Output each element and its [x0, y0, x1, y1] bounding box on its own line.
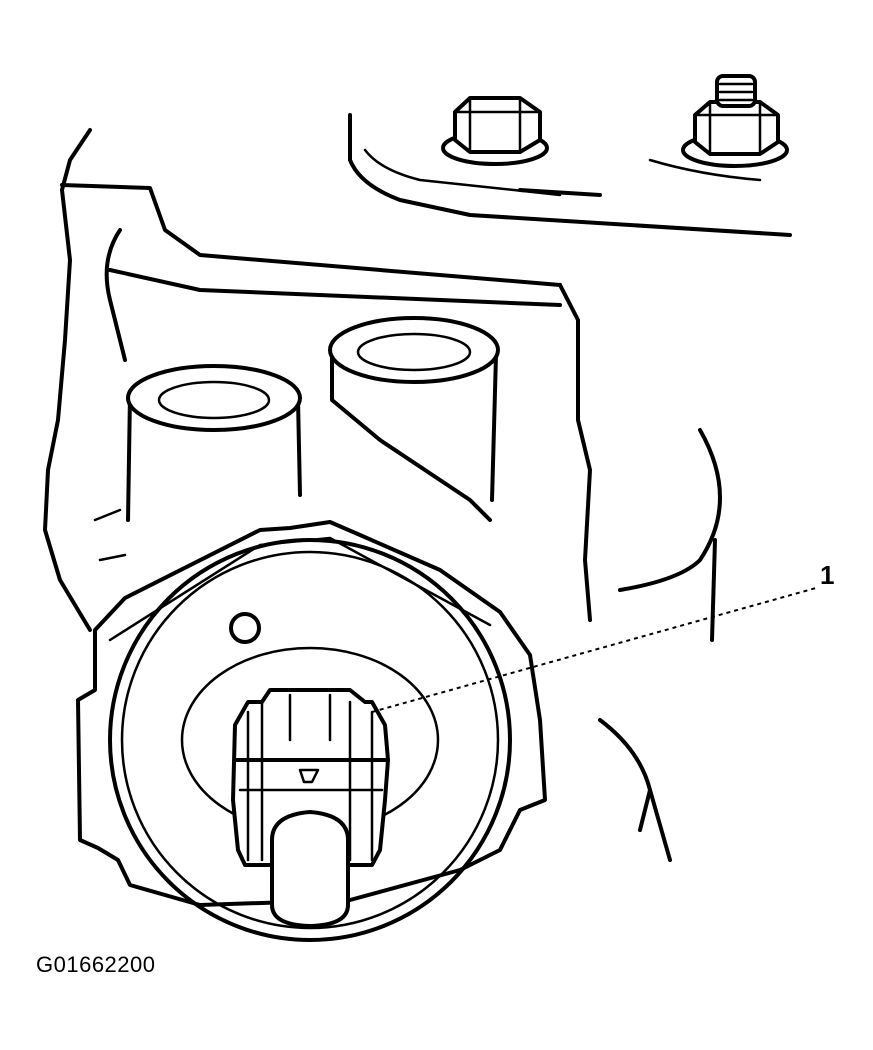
upper-mounting-flange: [348, 113, 792, 237]
hydraulic-port-right: [328, 316, 500, 522]
callout-leader-line: [371, 587, 817, 713]
splined-input-shaft: [231, 688, 390, 928]
figure-id: G01662200: [36, 952, 156, 977]
callout-1: 1: [371, 560, 834, 713]
hydraulic-port-left: [126, 364, 302, 522]
hex-bolt-left: [441, 96, 549, 166]
callout-label: 1: [820, 560, 834, 590]
hex-nut-stud-right: [681, 74, 789, 168]
gear-housing: [43, 128, 722, 862]
